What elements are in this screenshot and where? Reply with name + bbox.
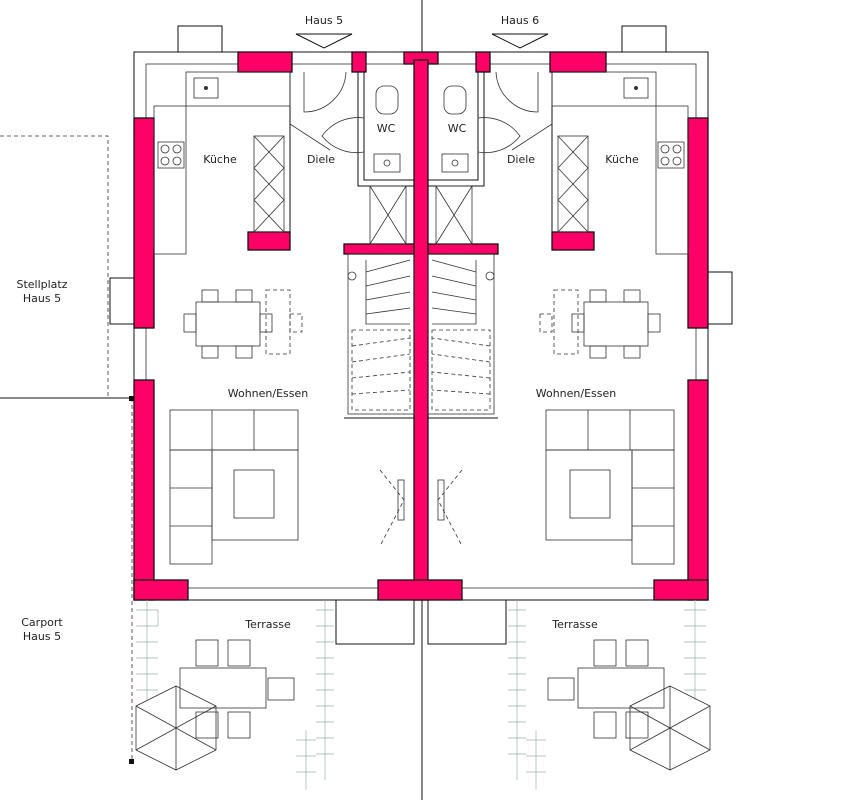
parking-label-line1: Stellplatz xyxy=(16,278,67,291)
terrace-furniture-left xyxy=(135,639,295,771)
kitchen-left xyxy=(153,71,291,255)
site-lines xyxy=(0,0,423,800)
terrace-label-left: Terrasse xyxy=(244,618,291,631)
terrace-steps xyxy=(335,600,507,645)
window-box-left xyxy=(109,277,135,325)
window-box-right xyxy=(707,271,733,325)
kitchen-label-right: Küche xyxy=(605,153,639,166)
parking-label-line2: Haus 5 xyxy=(23,292,61,305)
paving xyxy=(136,600,706,790)
carport-label-line2: Haus 5 xyxy=(23,630,61,643)
staircase-left xyxy=(347,259,411,411)
carport-label-line1: Carport xyxy=(21,616,63,629)
terrace-label-right: Terrasse xyxy=(551,618,598,631)
shaft-right xyxy=(621,25,667,53)
hall-label-right: Diele xyxy=(507,153,535,166)
living-label-right: Wohnen/Essen xyxy=(536,387,617,400)
entrance-arrow-left xyxy=(295,33,353,49)
dining-table-left xyxy=(183,289,303,359)
walls xyxy=(133,51,709,601)
hall-label-left: Diele xyxy=(307,153,335,166)
kitchen-right xyxy=(551,71,689,255)
staircase-right xyxy=(431,259,495,411)
partitions xyxy=(289,71,553,419)
entrance-arrow-right xyxy=(491,33,549,49)
shaft-left xyxy=(177,25,223,53)
terrace-furniture-right xyxy=(547,639,711,771)
sofa-right xyxy=(545,409,675,565)
wc-label-left: WC xyxy=(377,122,396,135)
kitchen-label-left: Küche xyxy=(203,153,237,166)
house-6-label: Haus 6 xyxy=(501,14,539,27)
patio-doors xyxy=(379,469,463,547)
dining-table-right xyxy=(539,289,661,359)
wc-fixtures xyxy=(373,85,469,173)
living-label-left: Wohnen/Essen xyxy=(228,387,309,400)
sofa-left xyxy=(169,409,299,565)
house-5-label: Haus 5 xyxy=(305,14,343,27)
wc-label-right: WC xyxy=(448,122,467,135)
labels: Haus 5 Haus 6 Stellplatz Haus 5 Carport … xyxy=(16,14,638,643)
